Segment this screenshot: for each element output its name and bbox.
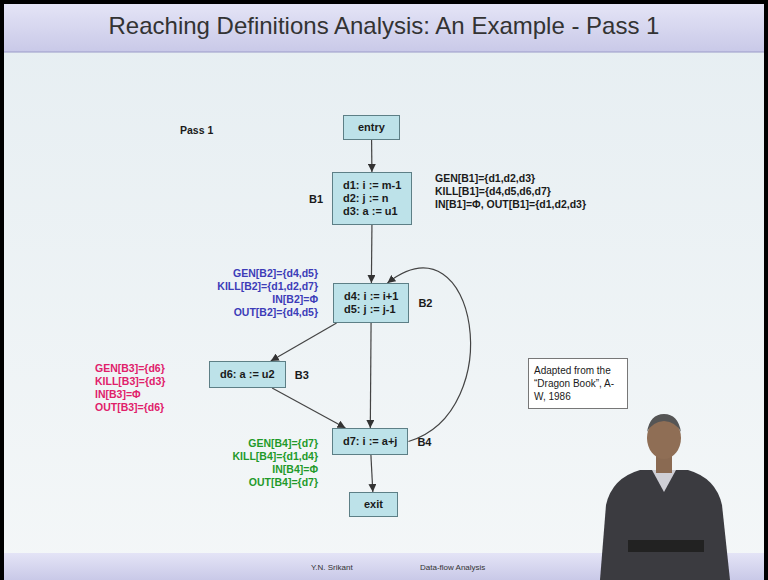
flow-arrow [370,323,372,428]
gen-set: GEN[B1]={d1,d2,d3} [435,172,535,185]
gen-set: GEN[B4]={d7} [248,437,318,450]
block-name: B2 [418,297,432,310]
flow-arrow [272,388,345,428]
in-out-set: IN[B1]=Φ, OUT[B1]={d1,d2,d3} [435,198,586,211]
note-text: Adapted from the “Dragon Book”, A-W, 198… [534,364,622,403]
flow-arrow [271,323,337,361]
out-set: OUT[B2]={d4,d5} [234,306,318,319]
kill-set: KILL[B2]={d1,d2,d7} [217,280,318,293]
in-set: IN[B4]=Φ [272,463,318,476]
source-note: Adapted from the “Dragon Book”, A-W, 198… [528,358,628,409]
statement: d3: a := u1 [343,205,401,218]
exit-box: exit [349,492,398,517]
statement: d4: i := i+1 [344,290,398,303]
terminal-label: exit [364,498,383,511]
out-set: OUT[B3]={d6} [95,401,164,414]
basic-block: B1d1: i := m-1d2: j := nd3: a := u1 [332,172,412,225]
footer-topic: Data-flow Analysis [420,561,485,574]
gen-set: GEN[B2]={d4,d5} [233,267,318,280]
basic-block: d6: a := u2B3 [209,361,286,388]
kill-set: KILL[B3]={d3} [95,375,165,388]
terminal-label: entry [358,121,385,134]
in-set: IN[B3]=Φ [95,388,141,401]
out-set: OUT[B4]={d7} [249,476,318,489]
statement: d6: a := u2 [220,368,275,381]
block-name: B1 [309,192,323,205]
flow-arrow [371,455,373,492]
statement: d1: i := m-1 [343,179,401,192]
slide-title: Reaching Definitions Analysis: An Exampl… [0,12,768,40]
kill-set: KILL[B4]={d1,d4} [233,450,318,463]
flow-arrow [371,225,373,283]
block-name: B4 [417,435,431,448]
in-set: IN[B2]=Φ [272,293,318,306]
block-name: B3 [295,368,309,381]
basic-block: d4: i := i+1d5: j := j-1B2 [333,283,409,323]
pass-label: Pass 1 [180,124,213,137]
entry-box: entry [343,115,400,140]
flow-arrow [371,140,373,172]
title-rule [4,52,764,53]
gen-set: GEN[B3]={d6} [95,362,165,375]
statement: d5: j := j-1 [344,303,398,316]
statement: d2: j := n [343,192,401,205]
statement: d7: i := a+j [343,435,397,448]
presenter-figure [600,414,730,580]
kill-set: KILL[B1]={d4,d5,d6,d7} [435,185,551,198]
footer-author: Y.N. Srikant [311,561,353,574]
slide-ground [4,4,764,580]
basic-block: d7: i := a+jB4 [332,428,408,455]
